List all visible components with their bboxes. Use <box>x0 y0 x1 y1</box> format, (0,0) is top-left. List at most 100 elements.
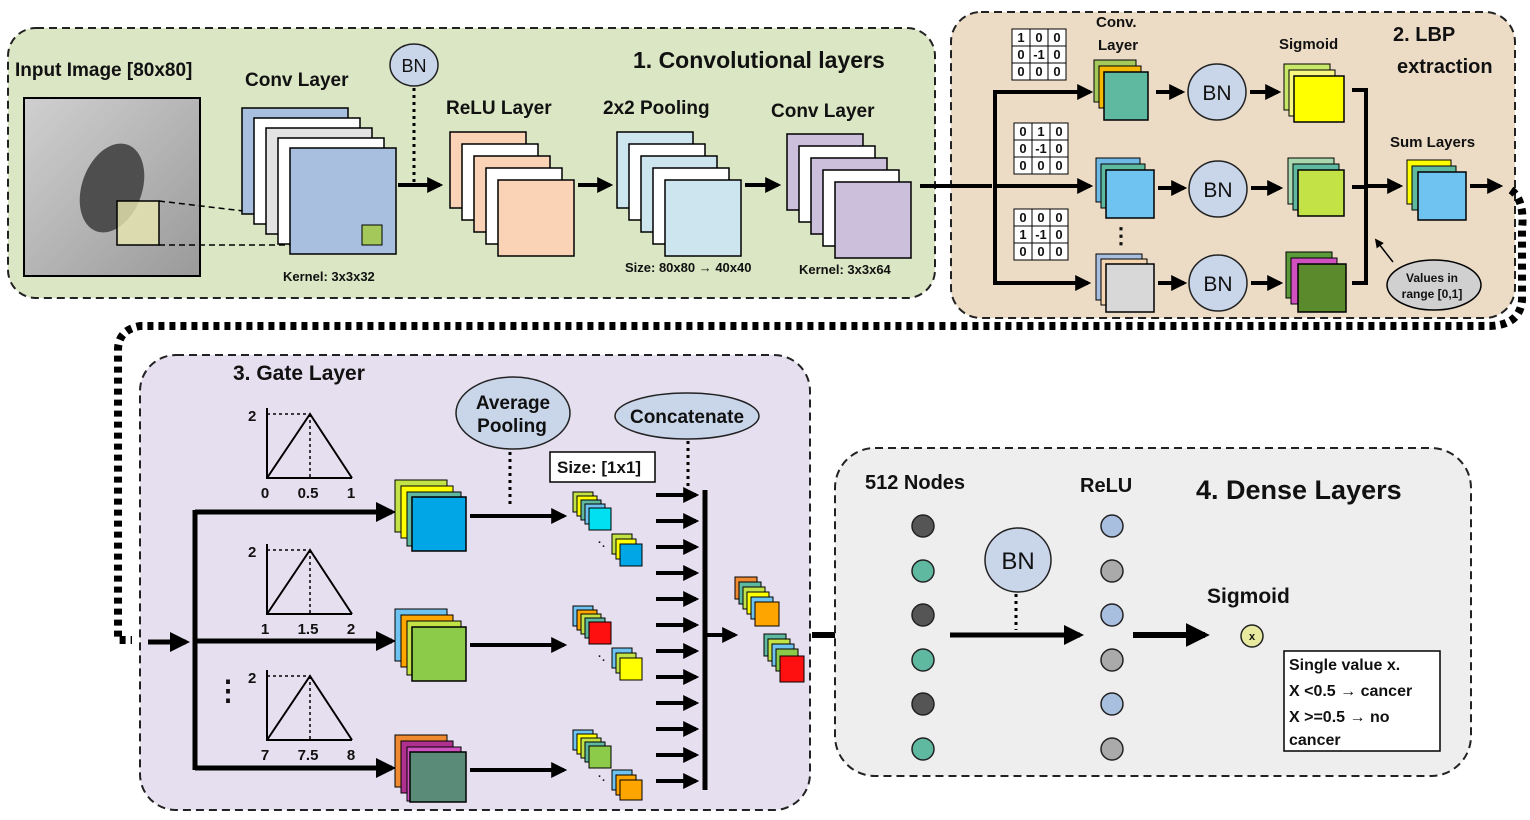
matrix-cell-value: 1 <box>1037 124 1044 139</box>
values-range-line2: range [0,1] <box>1402 287 1463 301</box>
panel4-title: 4. Dense Layers <box>1196 475 1402 505</box>
dense-nodes-column <box>911 514 935 761</box>
concatenate-comb <box>656 487 708 790</box>
sum-layers-stack <box>1406 159 1467 221</box>
conv2-kernel-label: Kernel: 3x3x64 <box>799 262 892 277</box>
svg-text:·: · <box>598 651 602 663</box>
bn-label: BN <box>1203 179 1232 202</box>
relu-node <box>1100 737 1124 761</box>
triangle-tick-label: 2 <box>347 621 355 638</box>
pooled-stack-2: ·· <box>572 605 643 681</box>
nodes-label: 512 Nodes <box>865 472 965 494</box>
dense-node <box>911 737 935 761</box>
triangle-tick-label: 7.5 <box>298 747 319 764</box>
kernel-window <box>116 200 160 246</box>
input-image-label: Input Image [80x80] <box>15 60 192 81</box>
gate-stack-3 <box>394 734 467 803</box>
size-box <box>549 451 656 483</box>
bn-node-lbp-middle <box>1188 160 1248 218</box>
relu-nodes-column <box>1100 514 1124 761</box>
panel2-title-line1: 2. LBP <box>1393 24 1455 46</box>
triangle-tick-label: 2 <box>248 544 256 561</box>
relu-node <box>1100 603 1124 627</box>
matrix-cell <box>1049 242 1069 261</box>
matrix-cell-value: 0 <box>1055 227 1062 242</box>
panel2-title-line2: extraction <box>1397 56 1493 78</box>
pooling-size-label: Size: 80x80 → 40x40 <box>625 260 751 275</box>
sigmoid-label: Sigmoid <box>1207 585 1290 608</box>
lbp-sigmoid-stack-top <box>1283 63 1345 123</box>
matrix-cell-value: 0 <box>1017 47 1024 62</box>
relu-label: ReLU <box>1080 475 1132 497</box>
panel1-title: 1. Convolutional layers <box>633 47 885 73</box>
values-range-bubble <box>1386 259 1482 311</box>
bn-label-dense: BN <box>1001 548 1034 575</box>
panel3-title: 3. Gate Layer <box>233 362 365 385</box>
output-note-box <box>1283 650 1441 752</box>
triangle-tick-label: 1.5 <box>298 621 319 638</box>
bn-node-panel1 <box>389 43 439 87</box>
size-label: Size: [1x1] <box>557 458 641 477</box>
matrix-cell-value: 0 <box>1055 158 1062 173</box>
dense-node <box>911 603 935 627</box>
triangle-tick-label: 1 <box>347 485 355 502</box>
conv1-stack <box>241 107 397 255</box>
output-node-label: x <box>1249 631 1256 643</box>
average-pooling-bubble <box>455 376 571 450</box>
bn-label-panel1: BN <box>401 56 426 76</box>
matrix-cell-value: 1 <box>1019 227 1026 242</box>
matrix-cell-value: 0 <box>1055 210 1062 225</box>
lbp-conv-stack-top <box>1093 59 1149 121</box>
output-node <box>1240 624 1264 648</box>
vertical-ellipsis: ⋮ <box>1110 223 1132 248</box>
relu-node <box>1100 559 1124 583</box>
triangle-tick-label: 0.5 <box>298 485 319 502</box>
matrix-cell-value: 0 <box>1055 244 1062 259</box>
matrix-cell-value: 0 <box>1035 30 1042 45</box>
matrix-cell-value: 0 <box>1019 158 1026 173</box>
connector-dotted-path <box>114 186 1527 644</box>
concat-output-stack <box>734 576 805 683</box>
matrix-cell-value: 0 <box>1053 47 1060 62</box>
matrix-cell-value: 0 <box>1037 158 1044 173</box>
svg-text:·: · <box>602 775 606 787</box>
lbp-sigmoid-label: Sigmoid <box>1279 36 1338 53</box>
matrix-cell-value: -1 <box>1033 47 1045 62</box>
dense-node <box>911 648 935 672</box>
average-pooling-line1: Average <box>476 393 550 414</box>
relu-node <box>1100 648 1124 672</box>
lbp-sigmoid-stack-middle <box>1287 157 1345 217</box>
matrix-cell-value: 0 <box>1019 210 1026 225</box>
pooling-label: 2x2 Pooling <box>603 98 710 119</box>
bn-node-dense <box>984 527 1052 593</box>
triangle-tick-label: 0 <box>261 485 269 502</box>
concatenate-label: Concatenate <box>630 407 744 428</box>
concatenate-bubble <box>614 392 760 440</box>
panel-convolutional-layers: 1. Convolutional layers Input Image [80x… <box>7 27 936 299</box>
gate-vertical-ellipsis: ⋮ <box>214 675 242 706</box>
lbp-conv-stack-bottom <box>1095 253 1155 313</box>
dense-node <box>911 559 935 583</box>
output-note-line2: X <0.5 → cancer <box>1289 683 1412 700</box>
gate-stack-2 <box>394 608 467 682</box>
lbp-sigmoid-stack-bottom <box>1285 251 1347 313</box>
matrix-cell-value: -1 <box>1035 141 1047 156</box>
triangle-tick-label: 7 <box>261 747 269 764</box>
matrix-cell-value: 0 <box>1019 141 1026 156</box>
svg-text:·: · <box>598 771 602 783</box>
svg-text:·: · <box>602 655 606 667</box>
relu-layer-label: ReLU Layer <box>446 98 552 119</box>
pooling-stack <box>616 131 742 257</box>
svg-text:·: · <box>598 537 602 549</box>
relu-node <box>1100 514 1124 538</box>
matrix-cell-value: 0 <box>1053 64 1060 79</box>
pooled-stack-3: ·· <box>572 729 643 801</box>
output-note-line3: X >=0.5 → no <box>1289 709 1390 726</box>
panel-dense-layers: 4. Dense Layers 512 Nodes ReLU BN Sigmoi… <box>834 447 1472 777</box>
